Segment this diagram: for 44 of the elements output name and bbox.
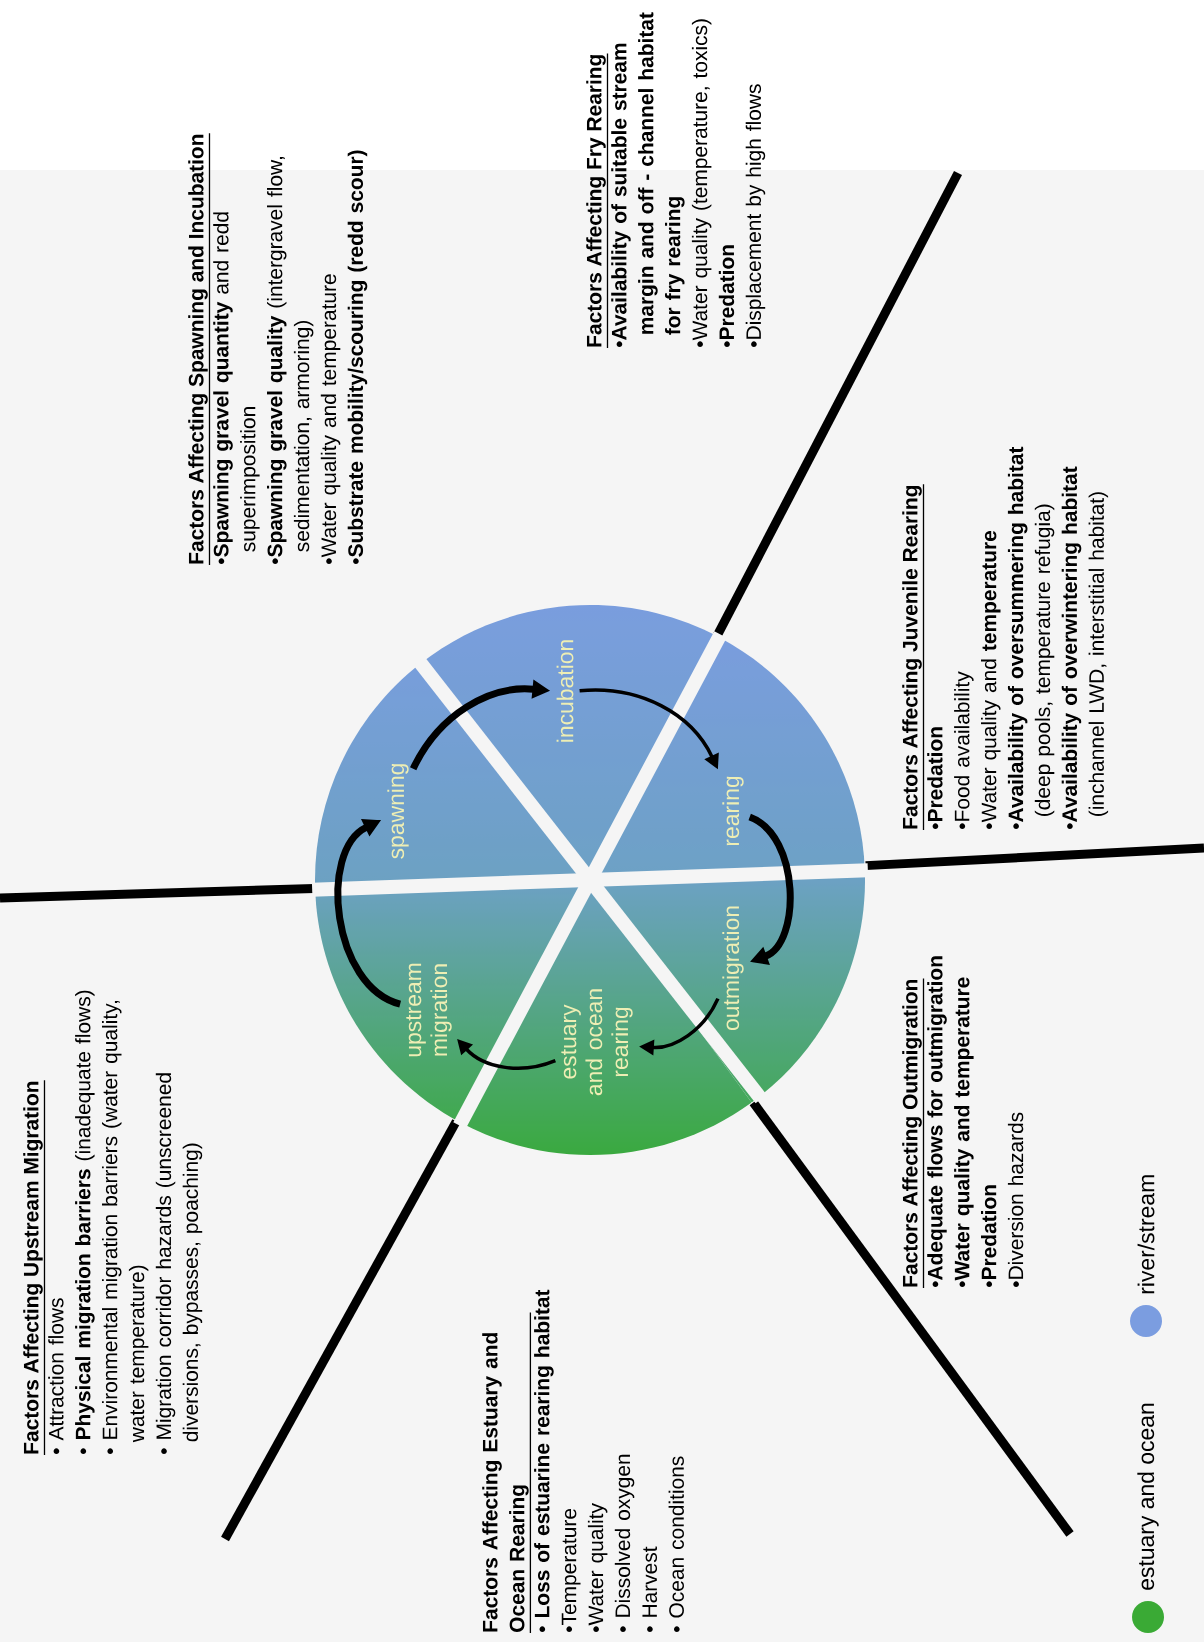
bullet-item: • Environmental migration barriers (water quality, water temperature) <box>102 1001 149 1454</box>
bullet-item: •Displacement by high flows <box>745 84 766 347</box>
bullet-item: •Food availability <box>954 671 974 829</box>
bullet-item: • Harvest <box>642 1546 658 1632</box>
bullet-item: •Predation <box>718 245 735 347</box>
bullet-item: •Water quality and temperature <box>981 530 1001 829</box>
bullet-item: •Spawning gravel quantity and redd superimposition <box>213 212 260 564</box>
bullet-item: • Migration corridor hazards (unscreened diversions, bypasses, poaching) <box>155 1073 203 1454</box>
arrow <box>334 819 402 1008</box>
bullet-item: • Loss of estuarine rearing habitat <box>534 1289 554 1632</box>
legend-label: estuary and ocean <box>1137 1403 1159 1590</box>
heading: Factors Affecting Fry Rearing <box>586 52 609 349</box>
bullet-item: • Ocean conditions <box>668 1456 684 1632</box>
heading: Factors Affecting Outmigration <box>902 977 925 1289</box>
bullet-item: •Spawning gravel quality (intergravel flow, sedimentation, armoring) <box>267 157 314 564</box>
legend-label: river/stream <box>1137 1175 1155 1294</box>
arrow <box>457 1039 556 1070</box>
heading: Factors Affecting Juvenile Rearing <box>902 483 925 831</box>
heading: Factors Affecting Spawning and Incubation <box>188 132 211 566</box>
bullet-item: •Diversion hazards <box>1007 1112 1024 1287</box>
bullet-item: •Water quality and temperature <box>320 274 341 564</box>
bullet-item: •Predation <box>927 727 943 829</box>
bullet-item: •Adequate flows for outmigration <box>927 956 947 1287</box>
bullet-item: • Attraction flows <box>48 1298 64 1454</box>
bullet-item: •Availability of suitable stream margin and off - channel habitat for fry rearing <box>611 12 685 347</box>
bullet-item: •Water quality (temperature, toxics) <box>691 19 712 347</box>
pie-sector: rearing <box>722 776 744 846</box>
bullet-item: •Water quality and temperature <box>954 977 974 1287</box>
pie-sector: outmigration <box>722 906 744 1031</box>
bullet-item: • Dissolved oxygen <box>614 1454 635 1632</box>
heading: Factors Affecting Upstream Migration <box>23 1079 46 1456</box>
arrow <box>748 814 794 965</box>
bullet-item: • Physical migration barriers (inadequate flows) <box>75 990 95 1454</box>
bullet-item: •Temperature <box>561 1508 581 1632</box>
bullet-item: •Predation <box>981 1185 997 1287</box>
heading: Factors Affecting Estuary and Ocean Rearing <box>482 1311 532 1634</box>
bullet-item: •Availability of overwintering habitat (inchannel LWD, interstitial habitat) <box>1061 466 1109 829</box>
pie-sector: spawning <box>387 764 409 859</box>
bullet-item: •Water quality <box>587 1503 608 1632</box>
pie-sector: incubation <box>556 640 574 742</box>
pie-sector: estuary and ocean rearing <box>561 989 633 1096</box>
bullet-item: •Substrate mobility/scouring (redd scour) <box>347 150 368 564</box>
bullet-item: •Availability of oversummering habitat (deep pools, temperature refugia) <box>1007 446 1055 829</box>
pie-sector: upstream migration <box>406 963 452 1057</box>
